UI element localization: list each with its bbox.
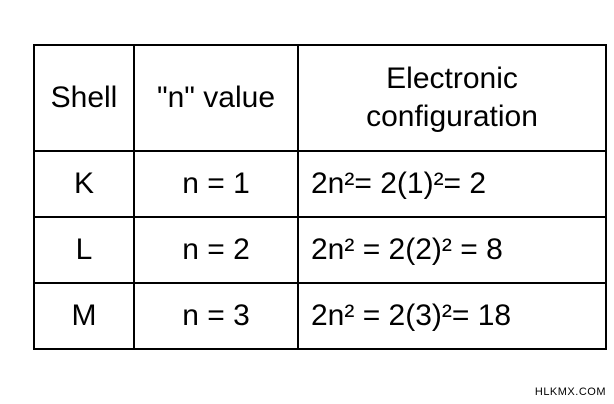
cell-shell: K bbox=[33, 150, 135, 218]
header-shell: Shell bbox=[33, 44, 135, 152]
cell-n-value: n = 3 bbox=[133, 282, 299, 350]
header-electronic-configuration: Electronic configuration bbox=[297, 44, 607, 152]
table-row: K n = 1 2n²= 2(1)²= 2 bbox=[33, 150, 607, 218]
cell-shell: M bbox=[33, 282, 135, 350]
cell-configuration: 2n² = 2(2)² = 8 bbox=[297, 216, 607, 284]
shell-configuration-table: Shell "n" value Electronic configuration… bbox=[33, 44, 607, 350]
header-n-value: "n" value bbox=[133, 44, 299, 152]
cell-n-value: n = 2 bbox=[133, 216, 299, 284]
shell-configuration-table-container: Shell "n" value Electronic configuration… bbox=[33, 44, 607, 350]
table-header-row: Shell "n" value Electronic configuration bbox=[33, 44, 607, 152]
table-row: M n = 3 2n² = 2(3)²= 18 bbox=[33, 282, 607, 350]
cell-configuration: 2n² = 2(3)²= 18 bbox=[297, 282, 607, 350]
cell-shell: L bbox=[33, 216, 135, 284]
cell-configuration: 2n²= 2(1)²= 2 bbox=[297, 150, 607, 218]
watermark-text: HLKMX.COM bbox=[534, 386, 606, 398]
table-row: L n = 2 2n² = 2(2)² = 8 bbox=[33, 216, 607, 284]
cell-n-value: n = 1 bbox=[133, 150, 299, 218]
